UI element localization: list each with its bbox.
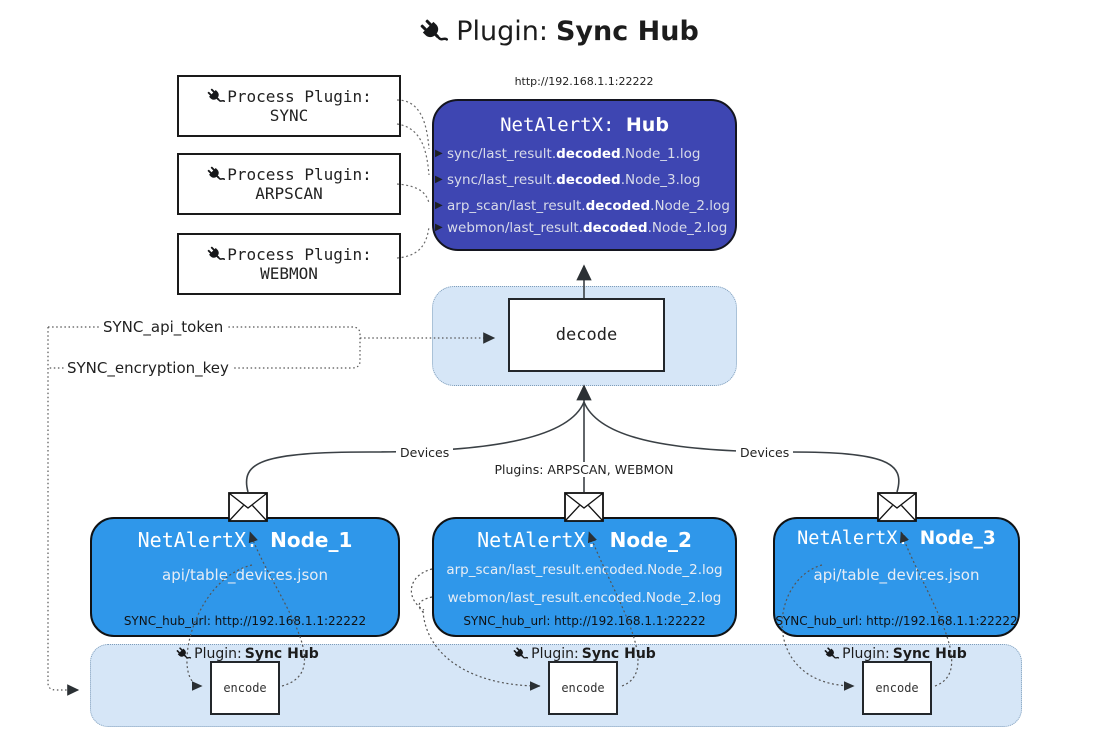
plug-icon xyxy=(175,646,192,662)
hub-log-line: webmon/last_result.decoded.Node_2.log xyxy=(447,220,728,236)
edge-node2-file2-to-encode xyxy=(418,596,433,613)
decode-label: decode xyxy=(555,325,618,345)
edge-webmon-to-log4 xyxy=(396,226,430,259)
node-2-box: NetAlertX: Node_2 arp_scan/last_result.e… xyxy=(432,517,737,637)
process-plugin-label: Process Plugin: xyxy=(227,245,372,264)
node-title: NetAlertX: Node_2 xyxy=(477,528,692,552)
node-file: api/table_devices.json xyxy=(162,566,328,584)
process-plugin-box-sync: Process Plugin: SYNC xyxy=(177,75,401,137)
sync-api-token-label: SYNC_api_token xyxy=(100,318,227,336)
process-plugin-label: Process Plugin: xyxy=(227,165,372,184)
plug-icon xyxy=(206,165,226,184)
node-3-box: NetAlertX: Node_3 api/table_devices.json… xyxy=(773,517,1020,637)
process-plugin-name: SYNC xyxy=(269,106,309,125)
arrow-right-icon: ▶ xyxy=(435,222,443,233)
plug-icon xyxy=(418,16,449,47)
sync-encryption-key-label: SYNC_encryption_key xyxy=(64,359,232,377)
plug-icon xyxy=(206,87,226,106)
edge-label-devices-left: Devices xyxy=(396,445,454,460)
encoder-label: Plugin:Sync Hub xyxy=(175,646,319,662)
edge-sync-to-log2 xyxy=(396,123,430,176)
decode-box: decode xyxy=(508,298,665,372)
hub-title-name: Hub xyxy=(625,114,669,136)
node-file: arp_scan/last_result.encoded.Node_2.log xyxy=(446,562,723,578)
hub-title: NetAlertX: Hub xyxy=(434,114,735,136)
hub-url-label: http://192.168.1.1:22222 xyxy=(514,75,654,88)
process-plugin-name: ARPSCAN xyxy=(255,184,323,203)
process-plugin-name: WEBMON xyxy=(260,264,318,283)
edge-secrets-to-encoders xyxy=(47,327,80,696)
encoder-label: Plugin:Sync Hub xyxy=(823,646,967,662)
page-title: Plugin: Sync Hub xyxy=(0,16,1117,47)
page-title-prefix: Plugin: xyxy=(456,16,548,47)
node-hub-url: SYNC_hub_url: http://192.168.1.1:22222 xyxy=(123,614,367,628)
hub-log-line: sync/last_result.decoded.Node_3.log xyxy=(447,172,701,188)
process-plugin-label: Process Plugin: xyxy=(227,87,372,106)
node-title: NetAlertX: Node_3 xyxy=(797,528,996,549)
envelope-icon xyxy=(877,492,917,522)
plug-icon xyxy=(823,646,840,662)
node-hub-url: SYNC_hub_url: http://192.168.1.1:22222 xyxy=(463,614,706,628)
encode-box: encode xyxy=(862,661,932,715)
encoder-label: Plugin:Sync Hub xyxy=(512,646,656,662)
edge-label-plugins: Plugins: ARPSCAN, WEBMON xyxy=(490,462,678,477)
process-plugin-box-arpscan: Process Plugin: ARPSCAN xyxy=(177,153,401,215)
arrow-right-icon: ▶ xyxy=(435,200,443,211)
encode-box: encode xyxy=(548,661,618,715)
edge-label-devices-right: Devices xyxy=(736,445,794,460)
edge-arpscan-to-log3 xyxy=(396,183,430,204)
hub-box: NetAlertX: Hub ▶ ▶ ▶ ▶ sync/last_result.… xyxy=(432,99,737,251)
hub-log-line: arp_scan/last_result.decoded.Node_2.log xyxy=(447,198,730,214)
arrow-right-icon: ▶ xyxy=(435,174,443,185)
plug-icon xyxy=(206,245,226,264)
node-hub-url: SYNC_hub_url: http://192.168.1.1:22222 xyxy=(775,614,1018,628)
node-1-box: NetAlertX: Node_1 api/table_devices.json… xyxy=(90,517,400,637)
edge-node2-file1-to-encode xyxy=(410,568,433,611)
envelope-icon xyxy=(564,492,604,522)
envelope-icon xyxy=(228,492,268,522)
node-file: webmon/last_result.encoded.Node_2.log xyxy=(447,590,722,606)
page-title-name: Sync Hub xyxy=(555,16,699,47)
hub-title-prefix: NetAlertX: xyxy=(500,114,615,136)
process-plugin-box-webmon: Process Plugin: WEBMON xyxy=(177,233,401,295)
plug-icon xyxy=(512,646,529,662)
encode-box: encode xyxy=(210,661,280,715)
node-title: NetAlertX: Node_1 xyxy=(137,528,353,552)
edge-sync-to-log1 xyxy=(396,99,430,150)
arrow-right-icon: ▶ xyxy=(435,148,443,159)
node-file: api/table_devices.json xyxy=(813,566,980,584)
hub-log-line: sync/last_result.decoded.Node_1.log xyxy=(447,146,701,162)
